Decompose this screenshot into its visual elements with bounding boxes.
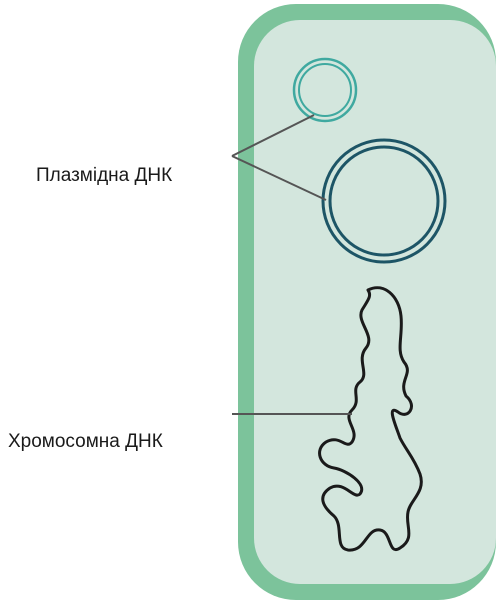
cytoplasm <box>254 20 496 584</box>
plasmid-dna-label: Плазмідна ДНК <box>36 166 172 185</box>
chromosomal-dna-label: Хромосомна ДНК <box>8 432 163 451</box>
